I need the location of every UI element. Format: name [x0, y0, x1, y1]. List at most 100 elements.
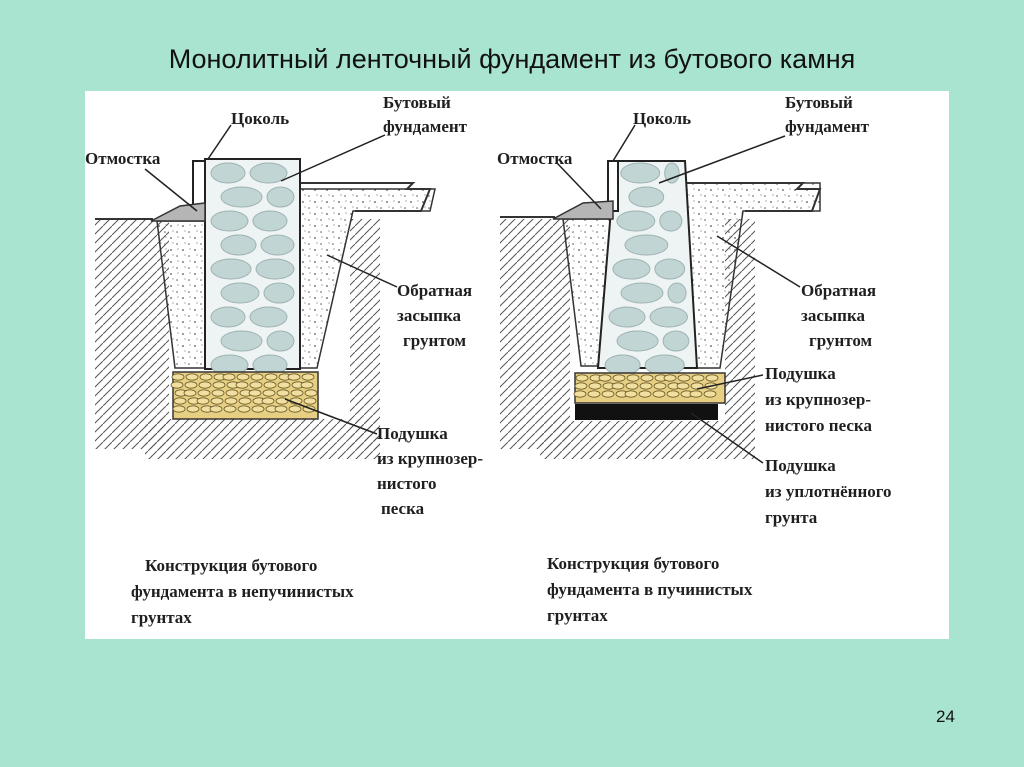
rubble-stone	[210, 306, 246, 328]
sand-pebble	[663, 374, 677, 382]
sand-pebble	[288, 405, 302, 413]
sand-pebble	[573, 390, 587, 398]
sand-pebble	[264, 373, 278, 381]
soil-hatching	[500, 219, 570, 449]
sand-pebble	[301, 373, 315, 381]
caption-right: Конструкция бутового	[547, 554, 719, 573]
soil-hatching	[95, 219, 169, 449]
label-soil-cushion: Подушка	[765, 456, 836, 475]
sand-pebble	[652, 390, 666, 398]
rubble-stone	[263, 282, 295, 304]
sand-pebble	[184, 381, 198, 389]
sand-pebble	[261, 397, 275, 405]
label-sand-cushion: из крупнозер-	[765, 390, 871, 409]
ground-line	[298, 182, 432, 212]
label-rubble-foundation: Бутовый	[785, 93, 853, 112]
rubble-stone	[220, 282, 260, 304]
sand-pebble	[689, 390, 703, 398]
left-foundation-drawing: Цоколь Бутовый фундамент Отмостка Обратн…	[85, 93, 483, 627]
sand-pebble	[170, 381, 184, 389]
sand-pebble	[249, 381, 263, 389]
sand-pebble	[238, 397, 252, 405]
sand-pebble	[235, 381, 249, 389]
soil-hatching	[350, 219, 380, 449]
foundation-diagrams: Цоколь Бутовый фундамент Отмостка Обратн…	[85, 93, 892, 627]
sand-pebble	[225, 389, 239, 397]
rubble-stone	[210, 258, 252, 280]
rubble-stone	[612, 258, 651, 280]
sand-pebble	[212, 381, 226, 389]
sand-pebble	[224, 397, 238, 405]
caption-left: фундамента в непучинистых	[131, 582, 354, 601]
sand-pebble	[172, 405, 186, 413]
rubble-stone	[266, 186, 295, 208]
rubble-stone	[624, 234, 669, 256]
sand-pebble	[304, 389, 318, 397]
rubble-stone	[664, 162, 680, 184]
label-backfill: засыпка	[801, 306, 865, 325]
rubble-stones	[604, 162, 690, 376]
sand-pebble	[624, 390, 638, 398]
sand-pebble	[209, 405, 223, 413]
rubble-stone	[220, 330, 263, 352]
rubble-stone	[210, 210, 249, 232]
blind-area	[552, 200, 614, 220]
sand-pebble	[666, 390, 680, 398]
sand-pebble	[250, 373, 264, 381]
label-rubble-foundation: фундамент	[785, 117, 870, 136]
label-backfill: засыпка	[397, 306, 461, 325]
sand-pebble	[601, 390, 615, 398]
rubble-stone	[249, 306, 288, 328]
sand-pebble	[611, 382, 625, 390]
sand-pebble	[705, 374, 719, 382]
label-rubble-foundation: Бутовый	[383, 93, 451, 112]
sand-pebble	[237, 405, 251, 413]
rubble-stone	[659, 210, 683, 232]
rubble-stone	[249, 162, 288, 184]
label-sand-cushion: Подушка	[765, 364, 836, 383]
rubble-stone	[210, 162, 246, 184]
ground-line	[685, 182, 822, 212]
caption-right: грунтах	[547, 606, 608, 625]
rubble-stone	[252, 210, 288, 232]
label-sand-cushion: нистого песка	[765, 416, 872, 435]
right-foundation-drawing: Цоколь Бутовый фундамент Отмостка Обратн…	[497, 93, 892, 625]
sand-pebbles	[170, 373, 318, 413]
rubble-stone	[628, 186, 665, 208]
sand-pebble	[276, 389, 290, 397]
label-sand-cushion: песка	[381, 499, 425, 518]
sand-pebble	[171, 373, 185, 381]
rubble-stone	[260, 234, 295, 256]
rubble-stones	[210, 162, 295, 376]
sand-pebble	[277, 381, 291, 389]
sand-pebble	[640, 374, 654, 382]
rubble-stone	[604, 354, 641, 376]
sand-pebble	[639, 382, 653, 390]
blind-area	[150, 202, 206, 222]
sand-pebble	[575, 374, 589, 382]
label-backfill: Обратная	[397, 281, 472, 300]
sand-pebble	[626, 374, 640, 382]
sand-pebble	[612, 374, 626, 382]
label-sand-cushion: нистого	[377, 474, 437, 493]
sand-pebble	[185, 373, 199, 381]
sand-pebble	[653, 382, 667, 390]
sand-pebble	[173, 397, 187, 405]
sand-pebble	[210, 397, 224, 405]
rubble-stone	[620, 162, 661, 184]
sand-pebble	[676, 382, 690, 390]
rubble-stone	[616, 210, 656, 232]
rubble-stone	[649, 306, 688, 328]
rubble-stone	[620, 282, 664, 304]
sand-pebble	[287, 373, 301, 381]
slide-title: Монолитный ленточный фундамент из бутово…	[168, 44, 856, 74]
rubble-stone	[255, 258, 295, 280]
label-soil-cushion: грунта	[765, 508, 818, 527]
sand-pebble	[625, 382, 639, 390]
sand-pebble	[638, 390, 652, 398]
label-plinth: Цоколь	[231, 109, 289, 128]
sand-pebble	[274, 405, 288, 413]
label-backfill: грунтом	[809, 331, 873, 350]
caption-left: грунтах	[131, 608, 192, 627]
rubble-stone	[644, 354, 685, 376]
